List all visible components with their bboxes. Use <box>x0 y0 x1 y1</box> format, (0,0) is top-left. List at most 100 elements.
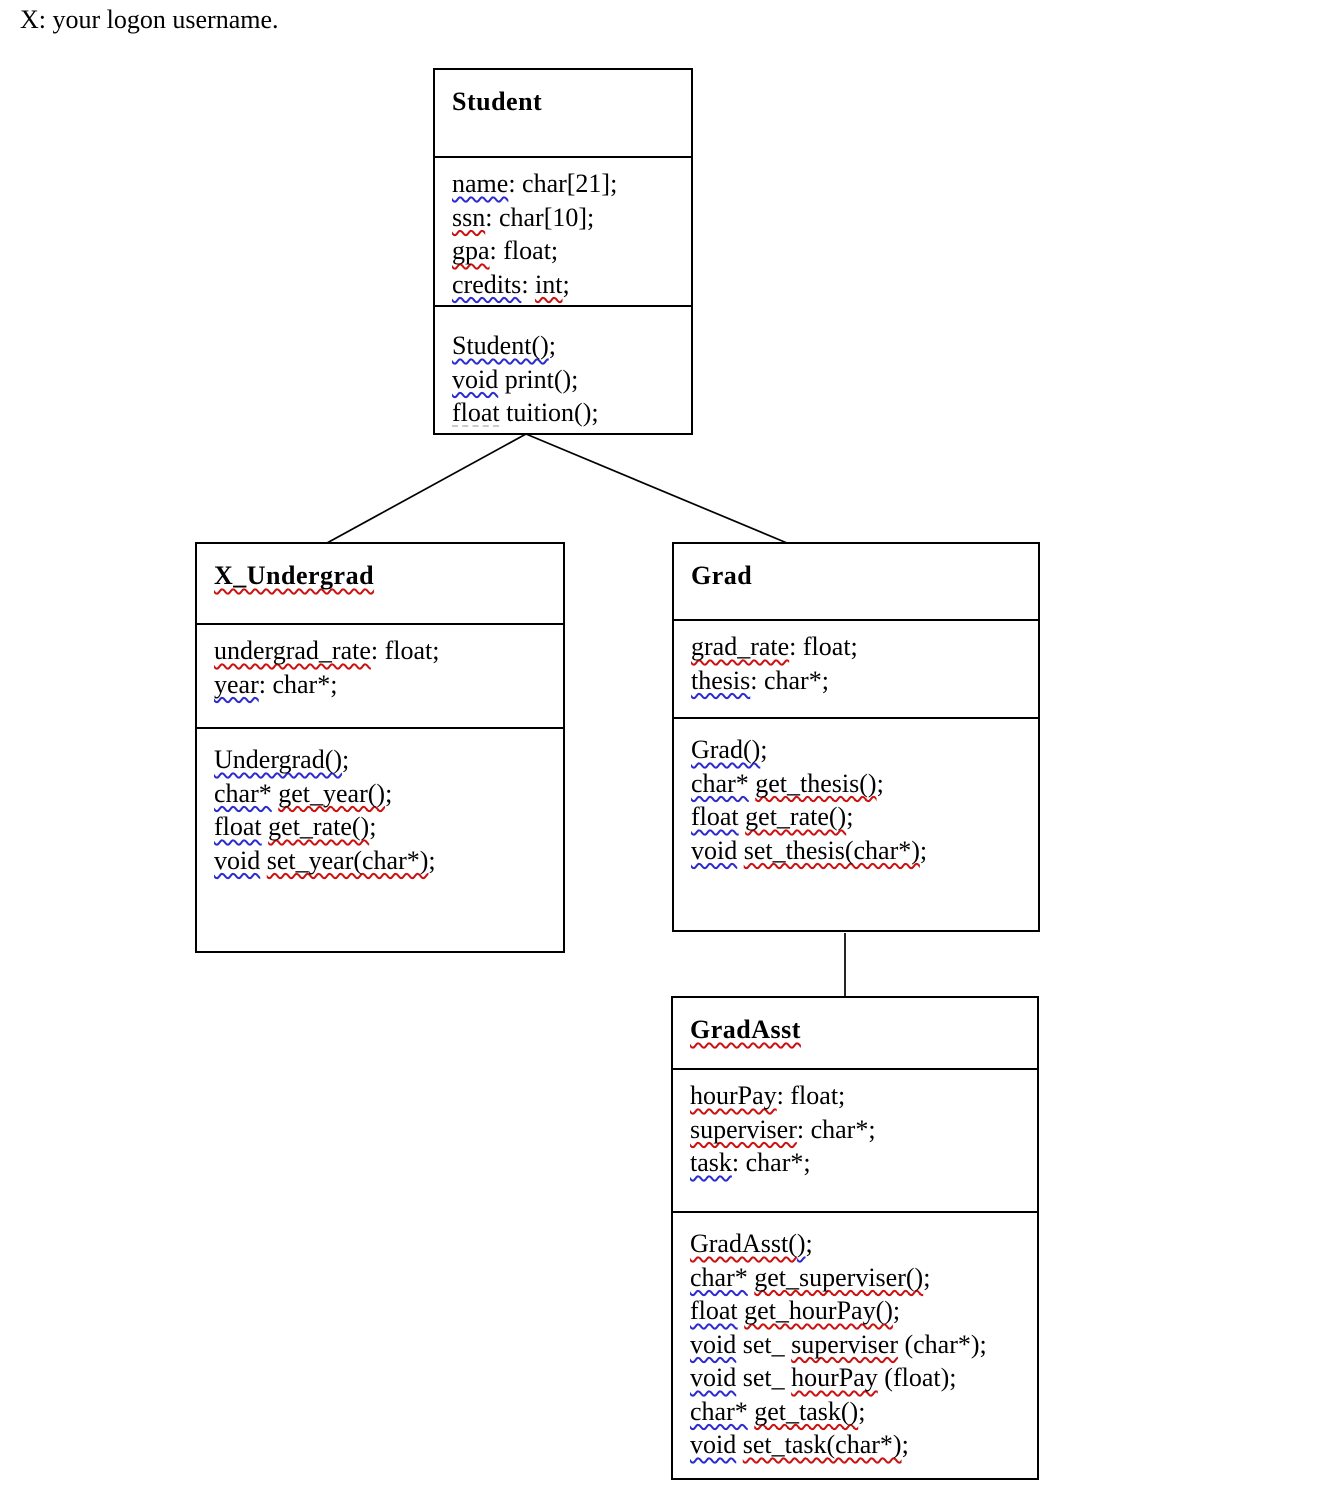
text-run: void <box>690 1430 737 1459</box>
class-methods-grad: Grad();char* get_thesis();float get_rate… <box>674 719 1038 930</box>
text-run: ; <box>892 1296 901 1325</box>
attribute-line: superviser: char*; <box>690 1113 1031 1147</box>
text-run: grad_rate <box>691 632 790 661</box>
text-run: ; <box>562 269 570 299</box>
method-line: char* get_thesis(); <box>691 767 1032 801</box>
text-run: : char*; <box>750 665 829 695</box>
connector-student-to-x-undergrad <box>326 433 527 544</box>
text-run: int <box>535 269 563 299</box>
text-run: set_ <box>736 1329 792 1359</box>
class-attributes-student: name: char[21];ssn: char[10];gpa: float;… <box>435 158 691 307</box>
text-run: GradAsst <box>690 1015 801 1044</box>
text-run: (char*); <box>897 1329 987 1359</box>
class-methods-gradasst: GradAsst();char* get_superviser();float … <box>673 1213 1037 1478</box>
text-run: : char*; <box>258 669 338 699</box>
text-run: get_task() <box>754 1396 859 1426</box>
method-line: char* get_task(); <box>690 1395 1031 1429</box>
text-run: void <box>690 1329 737 1359</box>
method-line: Grad(); <box>691 733 1032 767</box>
text-run: Student() <box>452 331 549 360</box>
text-run: ; <box>548 331 556 360</box>
text-run: credits <box>452 269 522 299</box>
class-box-gradasst: GradAsst hourPay: float;superviser: char… <box>671 996 1039 1480</box>
text-run: set_ <box>736 1363 792 1392</box>
text-run: ; <box>428 845 436 875</box>
method-line: void set_ superviser (char*); <box>690 1328 1031 1362</box>
class-box-x-undergrad: X_Undergrad undergrad_rate: float;year: … <box>195 542 565 953</box>
text-run: get_hourPay() <box>744 1296 893 1325</box>
class-title-student: Student <box>435 70 691 158</box>
class-attributes-grad: grad_rate: float;thesis: char*; <box>674 621 1038 719</box>
attribute-line: gpa: float; <box>452 234 685 268</box>
text-run: : char*; <box>796 1114 876 1144</box>
attribute-line: undergrad_rate: float; <box>214 634 557 668</box>
text-run: Grad() <box>691 735 761 764</box>
attribute-line: task: char*; <box>690 1146 1031 1180</box>
text-run: float <box>214 812 262 841</box>
text-run: char* <box>691 768 749 798</box>
text-run: name <box>452 169 509 198</box>
text-run: (float); <box>877 1363 957 1392</box>
text-run: thesis <box>691 665 751 695</box>
text-run: float <box>452 398 500 427</box>
text-run: char* <box>690 1396 748 1426</box>
text-run: get_rate() <box>745 802 847 831</box>
text-run: ; <box>919 835 928 865</box>
method-line: GradAsst(); <box>690 1227 1031 1261</box>
class-name: Student <box>452 85 685 119</box>
text-run: GradAsst( <box>690 1229 797 1258</box>
method-line: void set_year(char*); <box>214 844 557 878</box>
class-title-grad: Grad <box>674 544 1038 621</box>
text-run: ; <box>369 812 377 841</box>
text-run: float <box>690 1296 738 1325</box>
class-name: GradAsst <box>690 1013 1031 1047</box>
text-run: : float; <box>776 1081 846 1110</box>
attribute-line: ssn: char[10]; <box>452 201 685 235</box>
text-run: char* <box>214 778 272 808</box>
text-run: ) <box>796 1229 806 1258</box>
text-run: float <box>691 802 739 831</box>
attribute-line: credits: int; <box>452 268 685 302</box>
method-line: char* get_superviser(); <box>690 1261 1031 1295</box>
class-name: X_Undergrad <box>214 559 557 593</box>
text-run: ; <box>901 1430 909 1459</box>
method-line: float get_hourPay(); <box>690 1294 1031 1328</box>
text-run: set_task(char*) <box>742 1430 902 1459</box>
text-run: tuition(); <box>499 398 599 427</box>
connector-student-to-grad <box>525 433 788 544</box>
attribute-line: hourPay: float; <box>690 1079 1031 1113</box>
text-run: void <box>690 1363 737 1392</box>
class-box-student: Student name: char[21];ssn: char[10];gpa… <box>433 68 693 435</box>
text-run: get_year() <box>278 778 386 808</box>
text-run: hourPay <box>690 1081 777 1110</box>
method-line: float get_rate(); <box>691 800 1032 834</box>
attribute-line: name: char[21]; <box>452 167 685 201</box>
text-run: : <box>521 269 536 299</box>
method-line: Undergrad(); <box>214 743 557 777</box>
method-line: char* get_year(); <box>214 777 557 811</box>
method-line: void print(); <box>452 363 685 397</box>
text-run: ; <box>923 1262 931 1292</box>
text-run: year <box>214 669 259 699</box>
text-run: char* <box>690 1262 748 1292</box>
text-run: : char*; <box>731 1148 811 1177</box>
text-run: get_rate() <box>268 812 370 841</box>
text-run: : char[10]; <box>485 202 595 232</box>
text-run: ; <box>858 1396 866 1426</box>
text-run: : float; <box>370 636 440 665</box>
text-run: : float; <box>789 632 858 661</box>
attribute-line: grad_rate: float; <box>691 630 1032 664</box>
method-line: void set_task(char*); <box>690 1428 1031 1462</box>
text-run: hourPay <box>791 1363 878 1392</box>
text-run: void <box>452 364 499 394</box>
text-run: ; <box>342 745 350 774</box>
text-run: superviser <box>791 1329 898 1359</box>
text-run: X_Undergrad <box>214 561 375 590</box>
text-run: void <box>691 835 738 865</box>
text-run: set_thesis(char*) <box>743 835 920 865</box>
method-line: void set_ hourPay (float); <box>690 1361 1031 1395</box>
text-run: ; <box>385 778 393 808</box>
method-line: Student(); <box>452 329 685 363</box>
method-line: void set_thesis(char*); <box>691 834 1032 868</box>
